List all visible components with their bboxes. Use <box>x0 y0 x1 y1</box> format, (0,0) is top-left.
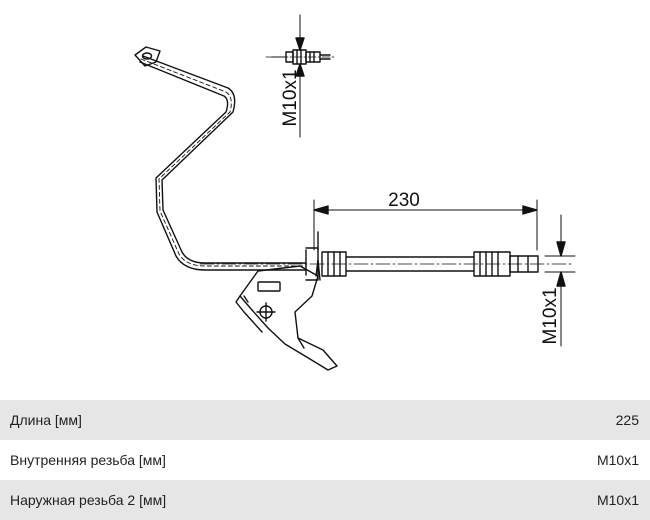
spec-value: 225 <box>615 412 639 428</box>
right-thread-dimension <box>544 214 576 347</box>
brake-hose <box>305 231 539 281</box>
length-dimension-label: 230 <box>388 190 420 211</box>
spec-row-length: Длина [мм] 225 <box>0 400 650 440</box>
eyelet-fitting <box>134 46 161 67</box>
top-detail-fitting <box>265 14 335 138</box>
brake-hose-drawing: 230 M10x1 M10x1 <box>134 14 576 371</box>
specifications-table: Длина [мм] 225 Внутренняя резьба [мм] M1… <box>0 400 650 520</box>
spec-value: M10x1 <box>596 492 639 508</box>
right-thread-label: M10x1 <box>540 287 561 344</box>
spec-value: M10x1 <box>596 452 639 468</box>
spec-label: Внутренняя резьба [мм] <box>10 452 166 468</box>
brake-pipe <box>139 55 307 271</box>
spec-label: Длина [мм] <box>10 412 82 428</box>
length-dimension <box>313 199 538 251</box>
spec-row-external-thread: Наружная резьба 2 [мм] M10x1 <box>0 480 650 520</box>
top-thread-label: M10x1 <box>280 69 301 126</box>
spec-label: Наружная резьба 2 [мм] <box>10 492 167 508</box>
spec-row-internal-thread: Внутренняя резьба [мм] M10x1 <box>0 440 650 480</box>
